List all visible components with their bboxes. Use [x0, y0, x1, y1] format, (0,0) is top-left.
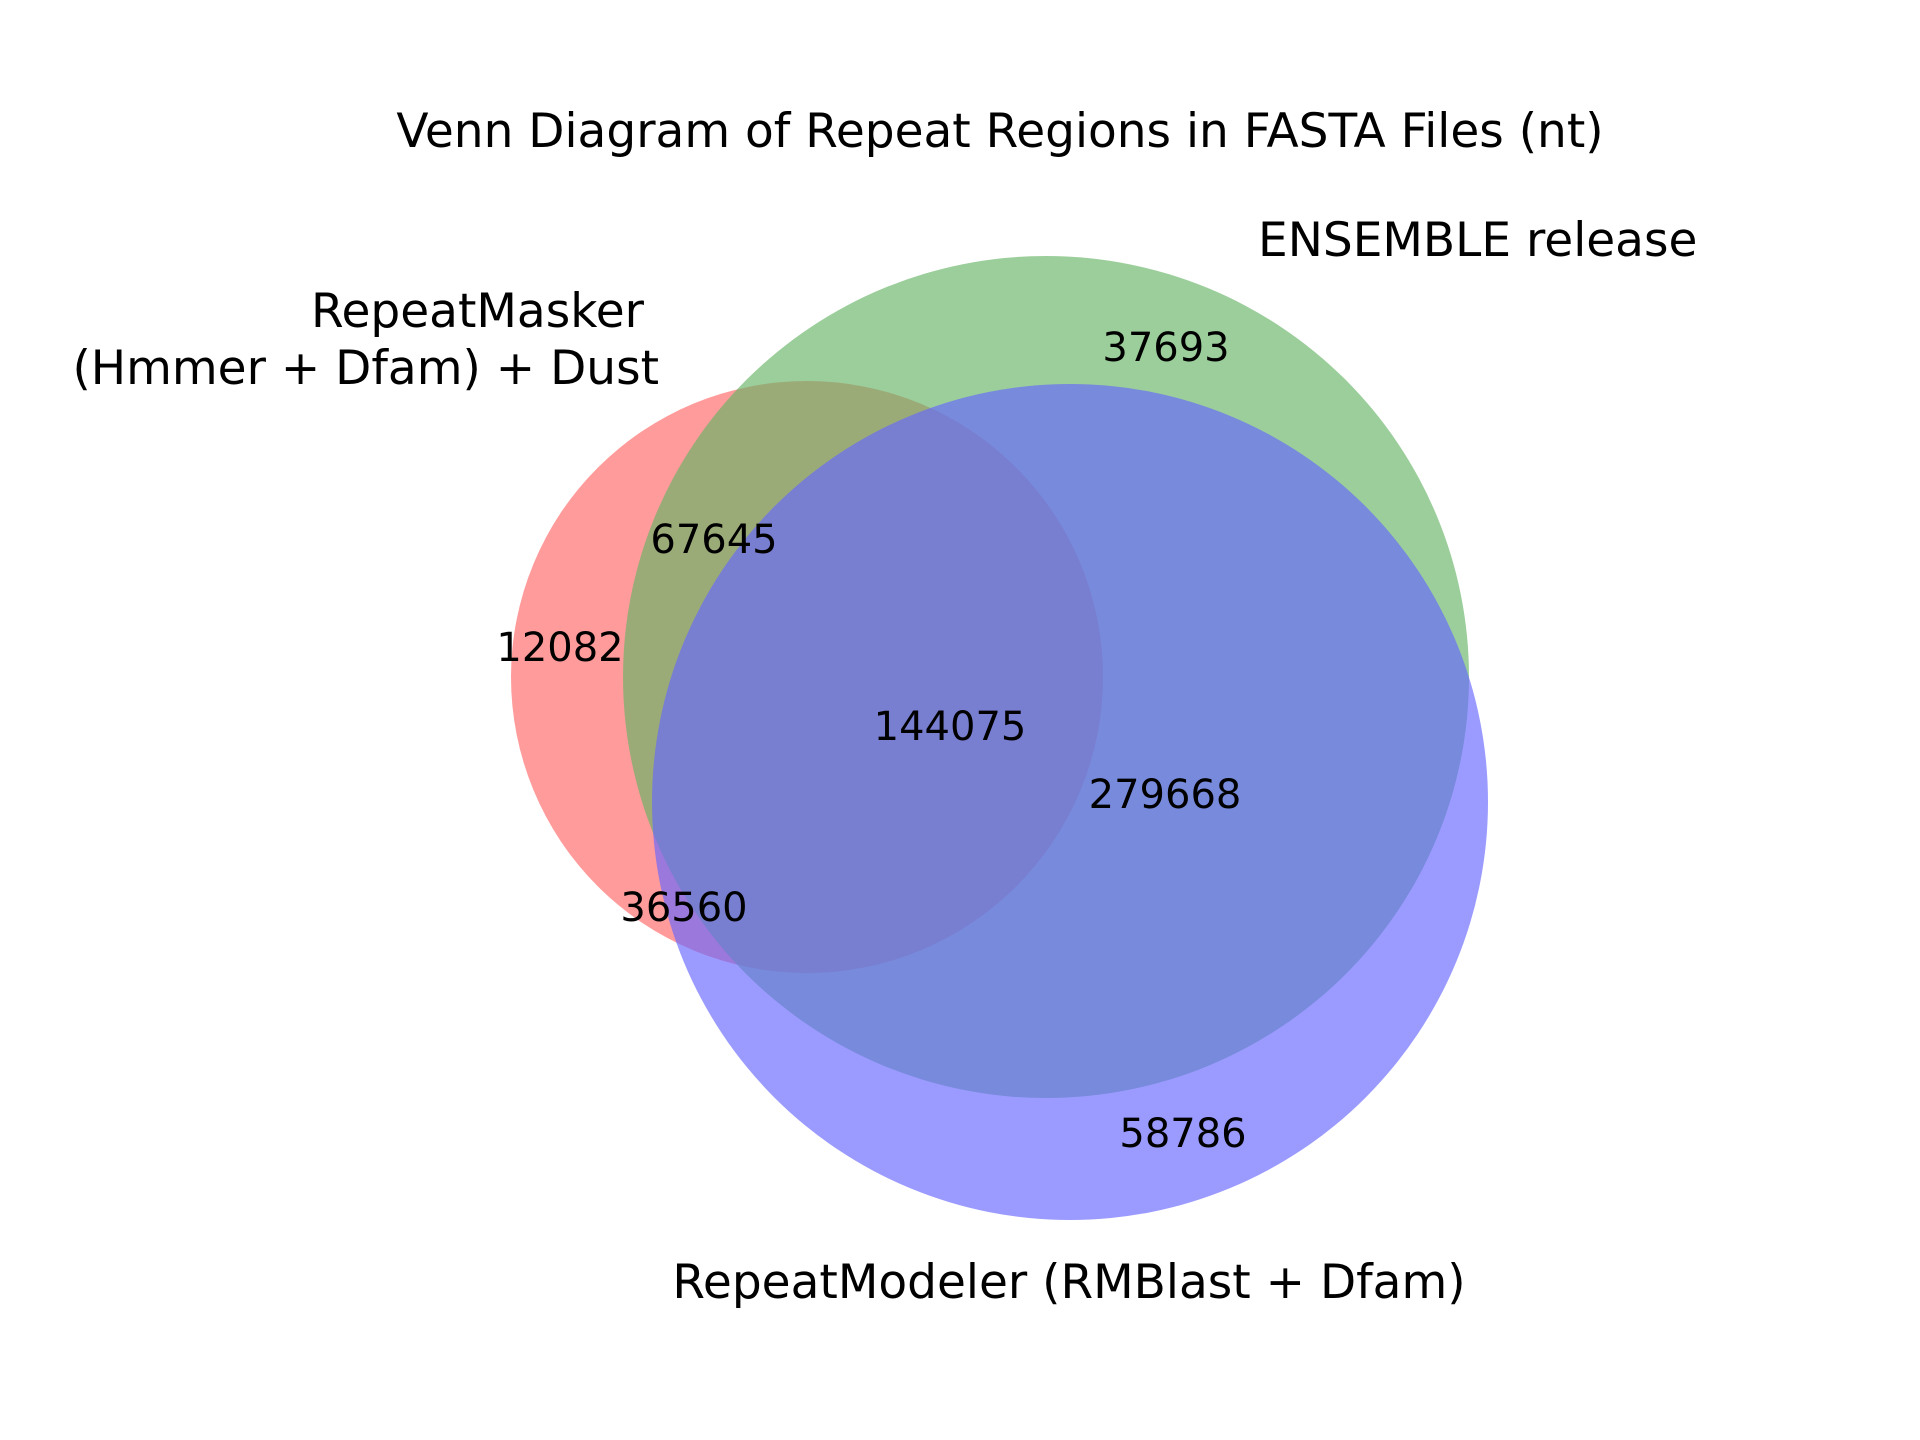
set-label-repeatmodeler: RepeatModeler (RMBlast + Dfam)	[672, 1255, 1465, 1310]
region-count-repeatmasker-only: 12082	[496, 625, 623, 671]
diagram-title: Venn Diagram of Repeat Regions in FASTA …	[396, 104, 1603, 159]
region-count-ensemble-only: 37693	[1102, 325, 1229, 371]
region-count-ensemble-repeatmodeler: 279668	[1089, 772, 1242, 818]
set-label-repeatmasker-line1: RepeatMasker	[311, 284, 645, 339]
region-count-all-three: 144075	[874, 704, 1027, 750]
region-count-repeatmodeler-only: 58786	[1119, 1111, 1246, 1157]
set-label-ensemble: ENSEMBLE release	[1258, 213, 1697, 268]
region-count-repeatmasker-ensemble: 67645	[650, 517, 777, 563]
set-label-repeatmasker-line2: (Hmmer + Dfam) + Dust	[72, 341, 659, 396]
set-circle-repeatmodeler	[652, 384, 1488, 1220]
region-count-repeatmasker-repeatmodeler: 36560	[620, 885, 747, 931]
